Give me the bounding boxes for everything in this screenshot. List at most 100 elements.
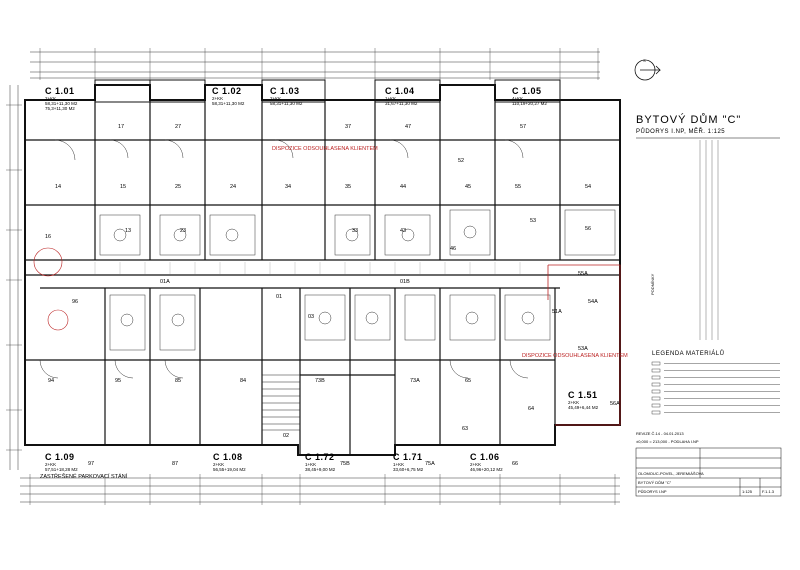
room-number: 55A [578,271,588,277]
room-number: 47 [405,124,411,130]
drawing-title: BYTOVÝ DŮM "C" [636,113,741,126]
room-number: 63 [462,426,468,432]
stamp-city: OLOMOUC-POVEL, JEREMIÁŠOVA [638,471,704,476]
room-number: 95 [115,378,121,384]
client-approved-note: DISPOZICE ODSOUHLASENA KLIENTEM [522,353,628,359]
room-number: 87 [172,461,178,467]
client-approved-note: DISPOZICE ODSOUHLASENA KLIENTEM [272,146,378,152]
room-number: 96 [72,299,78,305]
room-number: 35 [345,184,351,190]
revision-note: REVIZE Č.14 - 04.01.2013 [636,431,684,436]
room-number: 51A [552,309,562,315]
room-number: 73B [315,378,325,384]
balconies-top [94,79,561,103]
unit-id: C 1.72 [305,452,335,462]
unit-id: C 1.01 [45,86,75,96]
room-number: 24 [230,184,236,190]
room-number: 85 [175,378,181,384]
unit-area: 58,31+11,30 M2 [212,101,245,106]
room-number: 57 [520,124,526,130]
unit-labels-top: C 1.01 2+KK 58,31+11,30 M2 75,3+11,30 M2… [45,86,547,111]
room-numbers: 17 27 37 47 57 14 15 25 24 34 35 44 45 5… [45,124,620,467]
drawing-subtitle: PŮDORYS I.NP, MĚŘ. 1:125 [636,127,725,135]
unit-type: 1+KK [305,462,316,467]
unit-id: C 1.05 [512,86,542,96]
unit-type: 1+KK [385,96,396,101]
unit-type: 2+KK [470,462,481,467]
conditions-label: PODMÍNKY [650,273,655,295]
unit-area: 58,31+11,30 M2 [270,101,303,106]
unit-area: 56,55+19,04 M2 [213,467,246,472]
staircase [261,374,301,431]
unit-type: 2+KK [568,400,579,405]
room-number: 44 [400,184,406,190]
legend-heading: LEGENDA MATERIÁLŮ [652,350,724,357]
unit-id: C 1.02 [212,86,242,96]
unit-area: 58,31+11,30 M2 [45,101,78,106]
room-number: 03 [308,314,314,320]
room-number: 54A [588,299,598,305]
room-number: 73A [410,378,420,384]
room-number: 66 [512,461,518,467]
room-number: 15 [120,184,126,190]
unit-id: C 1.06 [470,452,500,462]
dimension-lines-top [30,48,600,80]
legend-list [651,361,780,415]
parking-roof-note: ZASTŘEŠENÉ PARKOVACÍ STÁNÍ [40,472,128,480]
room-number: 02 [283,433,289,439]
stamp-drawing: PŮDORYS I.NP [638,489,667,494]
room-number: 01 [276,294,282,300]
unit-area: 38,45+9,00 M2 [305,467,336,472]
title-block: BYTOVÝ DŮM "C" PŮDORYS I.NP, MĚŘ. 1:125 … [635,113,782,497]
unit-type: 2+KK [270,96,281,101]
room-number: 23 [180,228,186,234]
room-number: 56A [610,401,620,407]
dimension-lines-bottom [20,474,620,505]
stamp-table [635,447,782,497]
room-number: 56 [585,226,591,232]
unit-type: 2+KK [213,462,224,467]
room-number: 01A [160,279,170,285]
north-arrow-icon: S [634,58,661,81]
unit-area: 45,49+6,44 M2 [568,405,599,410]
room-number: 34 [285,184,291,190]
unit-labels-bottom: C 1.09 2+KK 57,51+18,28 M2 C 1.08 2+KK 5… [45,390,599,472]
room-number: 53 [530,218,536,224]
unit-id: C 1.09 [45,452,75,462]
room-number: 94 [48,378,54,384]
stamp-sheet: F.1.1.3 [762,489,775,494]
unit-id: C 1.04 [385,86,415,96]
unit-area: 110,19+20,27 M2 [512,101,547,106]
unit-area: 46,96+20,12 M2 [470,467,503,472]
room-number: 97 [88,461,94,467]
north-label: S [643,58,646,63]
room-number: 65 [465,378,471,384]
corridor-hatch [94,262,521,274]
room-number: 43 [400,228,406,234]
dimension-lines-left [6,85,22,470]
room-number: 25 [175,184,181,190]
revision-area [33,247,621,426]
unit-id: C 1.08 [213,452,243,462]
room-number: 13 [125,228,131,234]
room-number: 84 [240,378,246,384]
room-number: 52 [458,158,464,164]
unit-area: 57,51+18,28 M2 [45,467,78,472]
room-number: 14 [55,184,61,190]
room-number: 55 [515,184,521,190]
room-number: 75A [425,461,435,467]
unit-type: 2+KK [212,96,223,101]
room-number: 75B [340,461,350,467]
room-number: 64 [528,406,534,412]
room-number: 27 [175,124,181,130]
unit-type: 2+KK [45,96,56,101]
interior-walls [25,100,620,455]
room-number: 45 [465,184,471,190]
unit-area: 33,60+6,75 M2 [393,467,424,472]
unit-type: 4+KK [512,96,523,101]
stamp-scale: 1:125 [742,489,753,494]
room-number: 01B [400,279,410,285]
unit-id: C 1.71 [393,452,423,462]
